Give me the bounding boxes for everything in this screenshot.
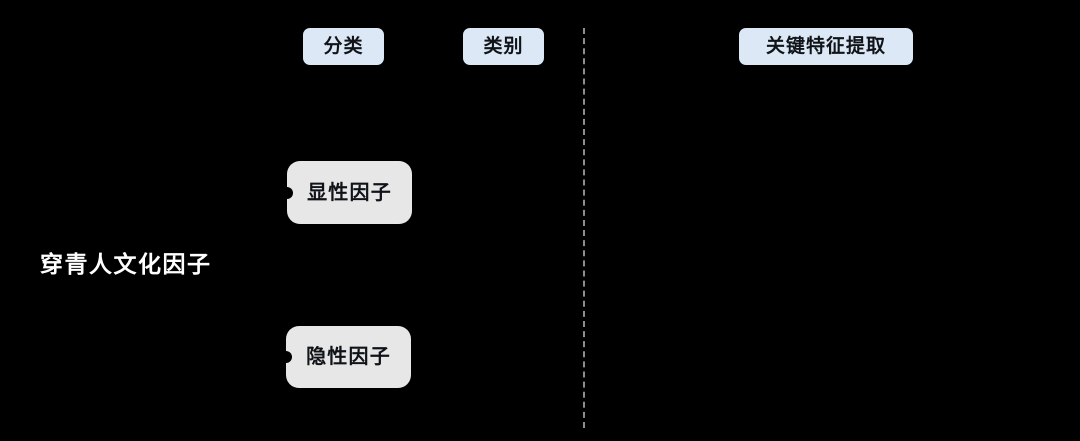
node-explicit-factor[interactable]: 显性因子 [281,161,412,224]
column-header-key-feature-extraction-label: 关键特征提取 [765,36,886,57]
column-header-category-label: 类别 [483,36,524,57]
column-header-category[interactable]: 类别 [463,28,544,65]
node-explicit-factor-label: 显性因子 [307,181,392,204]
vertical-dashed-divider [583,28,585,428]
connector-dot-icon [280,351,292,363]
node-implicit-factor-label: 隐性因子 [306,346,391,368]
root-topic-text: 穿青人文化因子 [40,251,212,277]
node-implicit-factor[interactable]: 隐性因子 [280,326,411,388]
column-header-classification-label: 分类 [323,36,364,57]
connector-dot-icon [281,186,293,199]
root-topic-label: 穿青人文化因子 [40,251,212,279]
column-header-key-feature-extraction[interactable]: 关键特征提取 [739,28,913,65]
column-header-classification[interactable]: 分类 [303,28,384,65]
